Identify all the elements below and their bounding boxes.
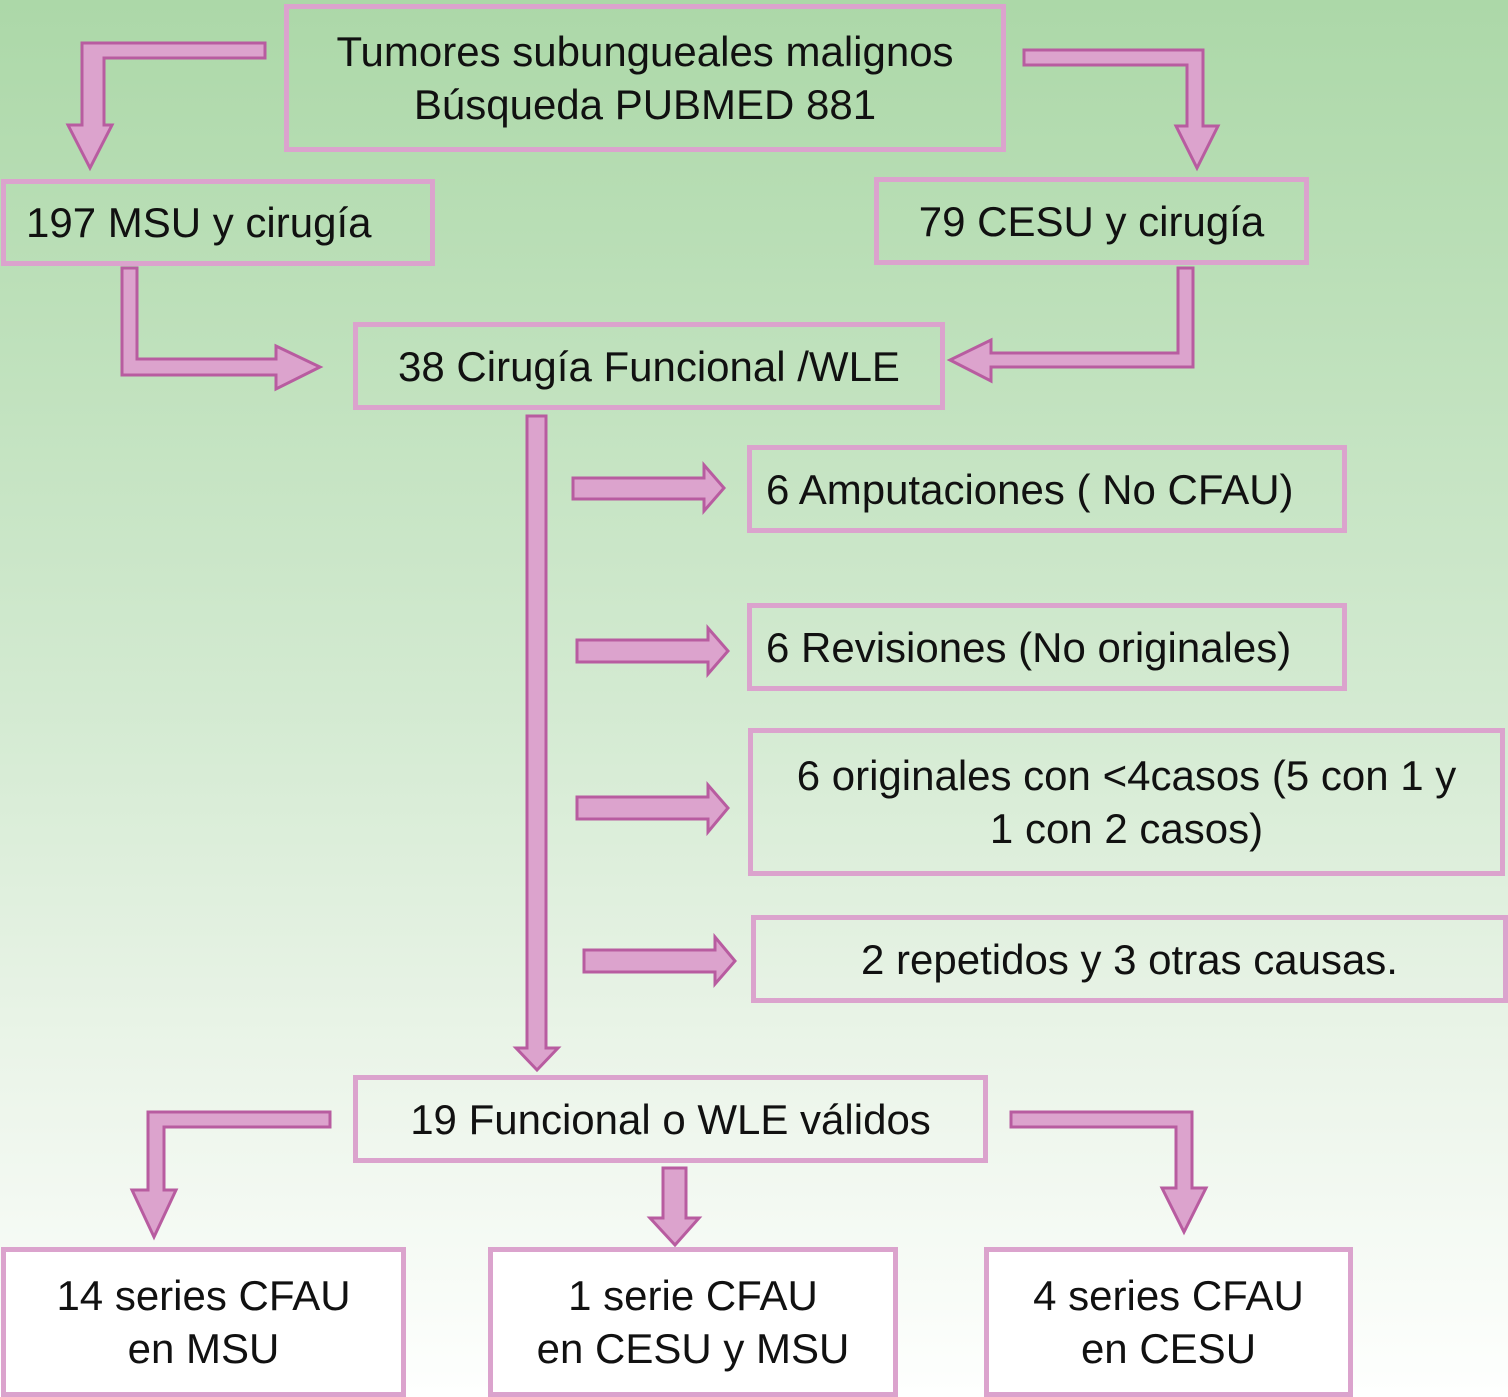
- node-cesu-surgery: 79 CESU y cirugía: [874, 177, 1309, 265]
- arrow-to-small-series: [575, 780, 730, 837]
- node-valid-studies: 19 Funcional o WLE válidos: [353, 1075, 988, 1163]
- node-valid-studies-label: 19 Funcional o WLE válidos: [410, 1095, 931, 1143]
- node-excluded-reviews-label: 6 Revisiones (No originales): [766, 623, 1292, 671]
- arrow-search-to-msu: [65, 41, 267, 172]
- node-cesu-surgery-label: 79 CESU y cirugía: [918, 197, 1265, 245]
- node-excluded-other: 2 repetidos y 3 otras causas.: [751, 915, 1508, 1003]
- arrow-cesu-to-functional: [946, 266, 1195, 384]
- node-result-cesu-msu-label: 1 serie CFAU en CESU y MSU: [536, 1272, 850, 1372]
- node-pubmed-search-label: Tumores subungueales malignos Búsqueda P…: [336, 28, 954, 128]
- node-functional-surgery-label: 38 Cirugía Funcional /WLE: [398, 342, 900, 390]
- node-result-msu-label: 14 series CFAU en MSU: [56, 1272, 351, 1372]
- node-functional-surgery: 38 Cirugía Funcional /WLE: [353, 322, 945, 410]
- arrow-to-reviews: [575, 623, 730, 679]
- node-msu-surgery: 197 MSU y cirugía: [1, 179, 435, 266]
- arrow-to-other-causes: [582, 932, 737, 989]
- arrow-to-amputations: [571, 460, 726, 516]
- node-pubmed-search: Tumores subungueales malignos Búsqueda P…: [284, 4, 1006, 152]
- arrow-functional-to-valid: [512, 414, 562, 1073]
- arrow-valid-to-cesu-results: [1009, 1110, 1209, 1236]
- node-result-msu: 14 series CFAU en MSU: [1, 1247, 406, 1397]
- arrow-valid-to-msu-results: [129, 1110, 332, 1241]
- node-excluded-amputations-label: 6 Amputaciones ( No CFAU): [766, 465, 1294, 513]
- arrow-search-to-cesu: [1022, 48, 1221, 172]
- node-excluded-amputations: 6 Amputaciones ( No CFAU): [747, 445, 1347, 533]
- node-result-cesu: 4 series CFAU en CESU: [984, 1247, 1353, 1397]
- node-result-cesu-msu: 1 serie CFAU en CESU y MSU: [488, 1247, 898, 1397]
- node-result-cesu-label: 4 series CFAU en CESU: [1033, 1272, 1304, 1372]
- node-excluded-other-label: 2 repetidos y 3 otras causas.: [861, 935, 1398, 983]
- arrow-msu-to-functional: [120, 266, 324, 392]
- arrow-valid-to-both-results: [646, 1166, 703, 1248]
- node-excluded-reviews: 6 Revisiones (No originales): [747, 603, 1347, 691]
- node-excluded-small-series-label: 6 originales con <4casos (5 con 1 y 1 co…: [796, 752, 1457, 852]
- node-excluded-small-series: 6 originales con <4casos (5 con 1 y 1 co…: [748, 728, 1505, 876]
- node-msu-surgery-label: 197 MSU y cirugía: [26, 199, 372, 246]
